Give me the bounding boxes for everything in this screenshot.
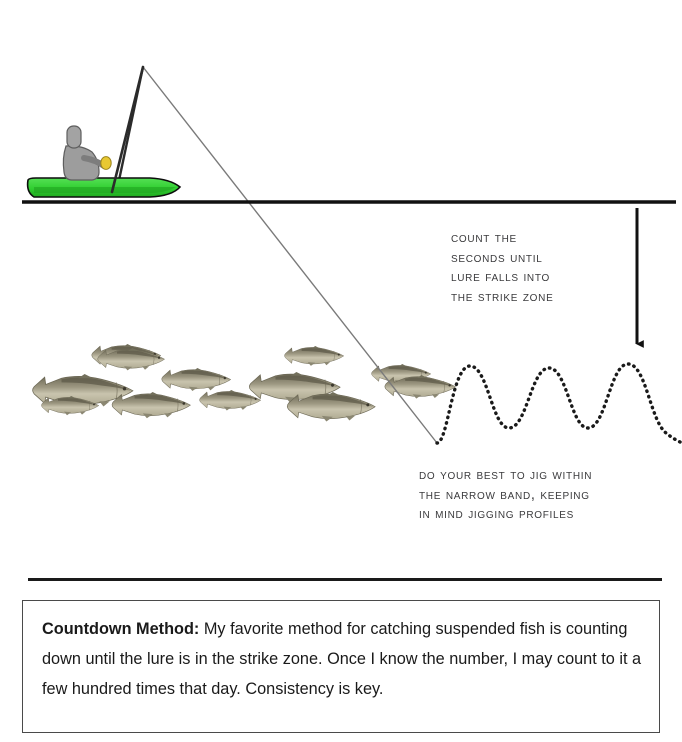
jigging-wave [435, 362, 682, 445]
caption-body: My favorite method for catching suspende… [42, 620, 642, 698]
kayak-and-angler [26, 65, 182, 198]
caption-heading: Countdown Method: [42, 620, 200, 638]
caption-text: Countdown Method: My favorite method for… [42, 614, 644, 704]
annotation-countdown-text: Count the seconds until lure falls into … [451, 230, 554, 305]
fish-school [32, 343, 456, 422]
annotation-jigging-text: Do your best to jig within the narrow ba… [419, 467, 593, 522]
caption-box: Countdown Method: My favorite method for… [22, 600, 660, 733]
caption-divider [28, 578, 662, 581]
angler-figure [62, 125, 107, 181]
